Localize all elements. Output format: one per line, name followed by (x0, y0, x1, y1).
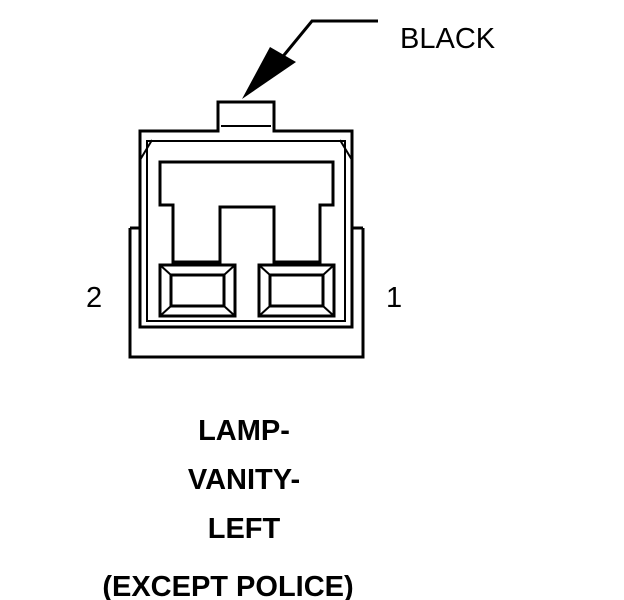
caption-line-4: (EXCEPT POLICE) (102, 571, 353, 600)
connector-shroud (128, 228, 365, 359)
connector-body (138, 100, 354, 329)
callout-leader (278, 19, 378, 61)
caption-line-3: LEFT (208, 513, 281, 545)
terminal-cavity-1 (257, 263, 336, 318)
callout-arrowhead (242, 47, 296, 99)
connector-body-inner (146, 140, 346, 322)
caption-line-1: LAMP- (198, 415, 290, 447)
wire-color-label: BLACK (400, 23, 496, 55)
connector-keyway (158, 160, 335, 264)
pin-number-1: 1 (386, 282, 402, 314)
terminal-cavity-2 (158, 263, 237, 318)
caption-line-2: VANITY- (188, 464, 300, 496)
pin-number-2: 2 (86, 282, 102, 314)
